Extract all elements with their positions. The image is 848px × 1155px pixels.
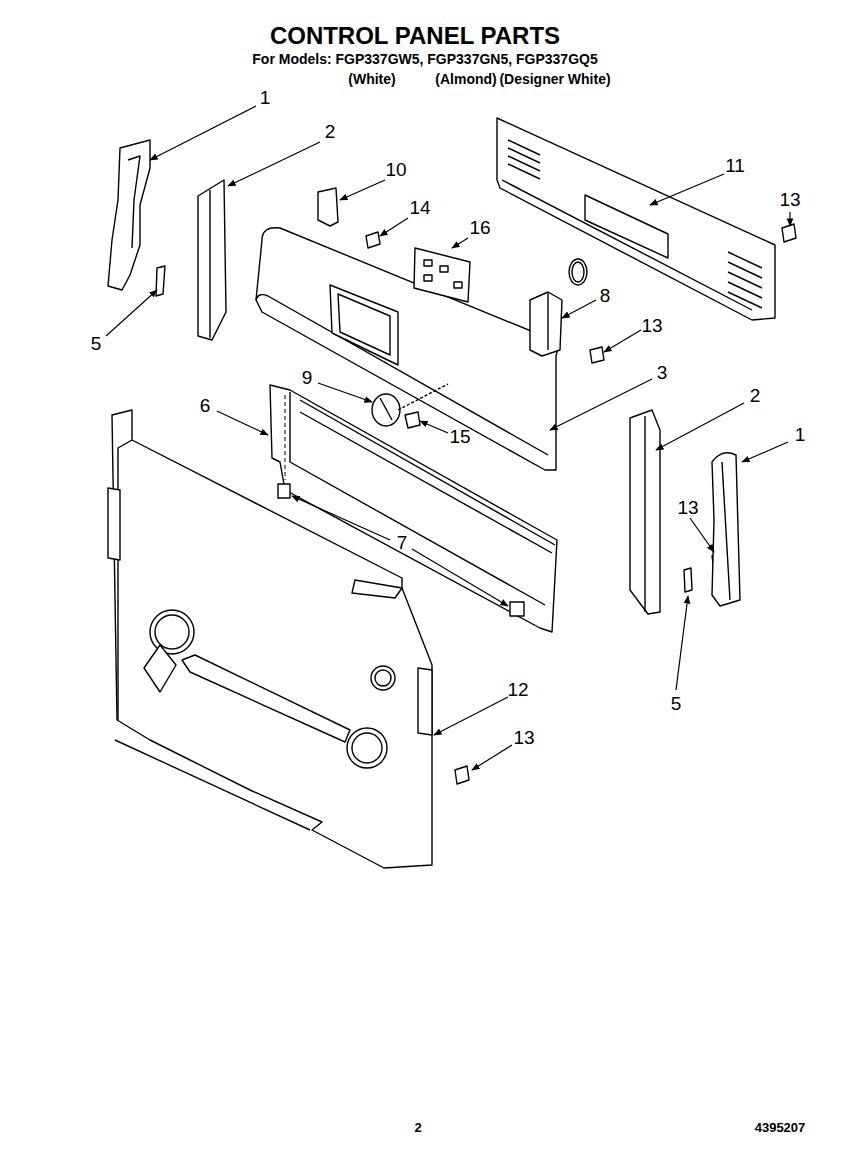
callout-number: 10 <box>385 160 406 181</box>
color-name: (Designer White) <box>499 72 610 87</box>
callout-number: 13 <box>677 498 698 519</box>
side-bracket <box>630 410 660 614</box>
callout-number: 6 <box>200 396 211 417</box>
callout-number: 13 <box>641 316 662 337</box>
callout-number: 3 <box>657 363 668 384</box>
callout-number: 1 <box>260 88 271 109</box>
callout-number: 7 <box>397 533 408 554</box>
callout-number: 1 <box>795 425 806 446</box>
callout-number: 2 <box>750 386 761 407</box>
leader-lines <box>106 106 790 770</box>
back-panel <box>497 118 775 320</box>
color-name: (Almond) <box>435 72 496 87</box>
callout-number: 16 <box>469 218 490 239</box>
side-bracket <box>198 180 226 340</box>
page-title: CONTROL PANEL PARTS <box>270 23 560 49</box>
callout-number: 15 <box>449 427 470 448</box>
callout-number: 13 <box>513 728 534 749</box>
callout-number: 8 <box>600 286 611 307</box>
callout-number: 11 <box>725 156 745 177</box>
control-panel <box>256 228 557 470</box>
callout-number: 5 <box>91 334 102 355</box>
end-cap <box>108 140 150 290</box>
callout-number: 12 <box>507 680 528 701</box>
model-list: For Models: FGP337GW5, FGP337GN5, FGP337… <box>252 52 597 67</box>
page-number: 2 <box>414 1121 421 1135</box>
callout-number: 5 <box>671 694 682 715</box>
end-cap <box>712 453 740 606</box>
callout-number: 14 <box>409 198 430 219</box>
document-number: 4395207 <box>755 1121 806 1135</box>
color-name: (White) <box>348 72 395 87</box>
callout-number: 9 <box>302 368 313 389</box>
callout-number: 13 <box>779 190 800 211</box>
callout-number: 2 <box>325 122 336 143</box>
